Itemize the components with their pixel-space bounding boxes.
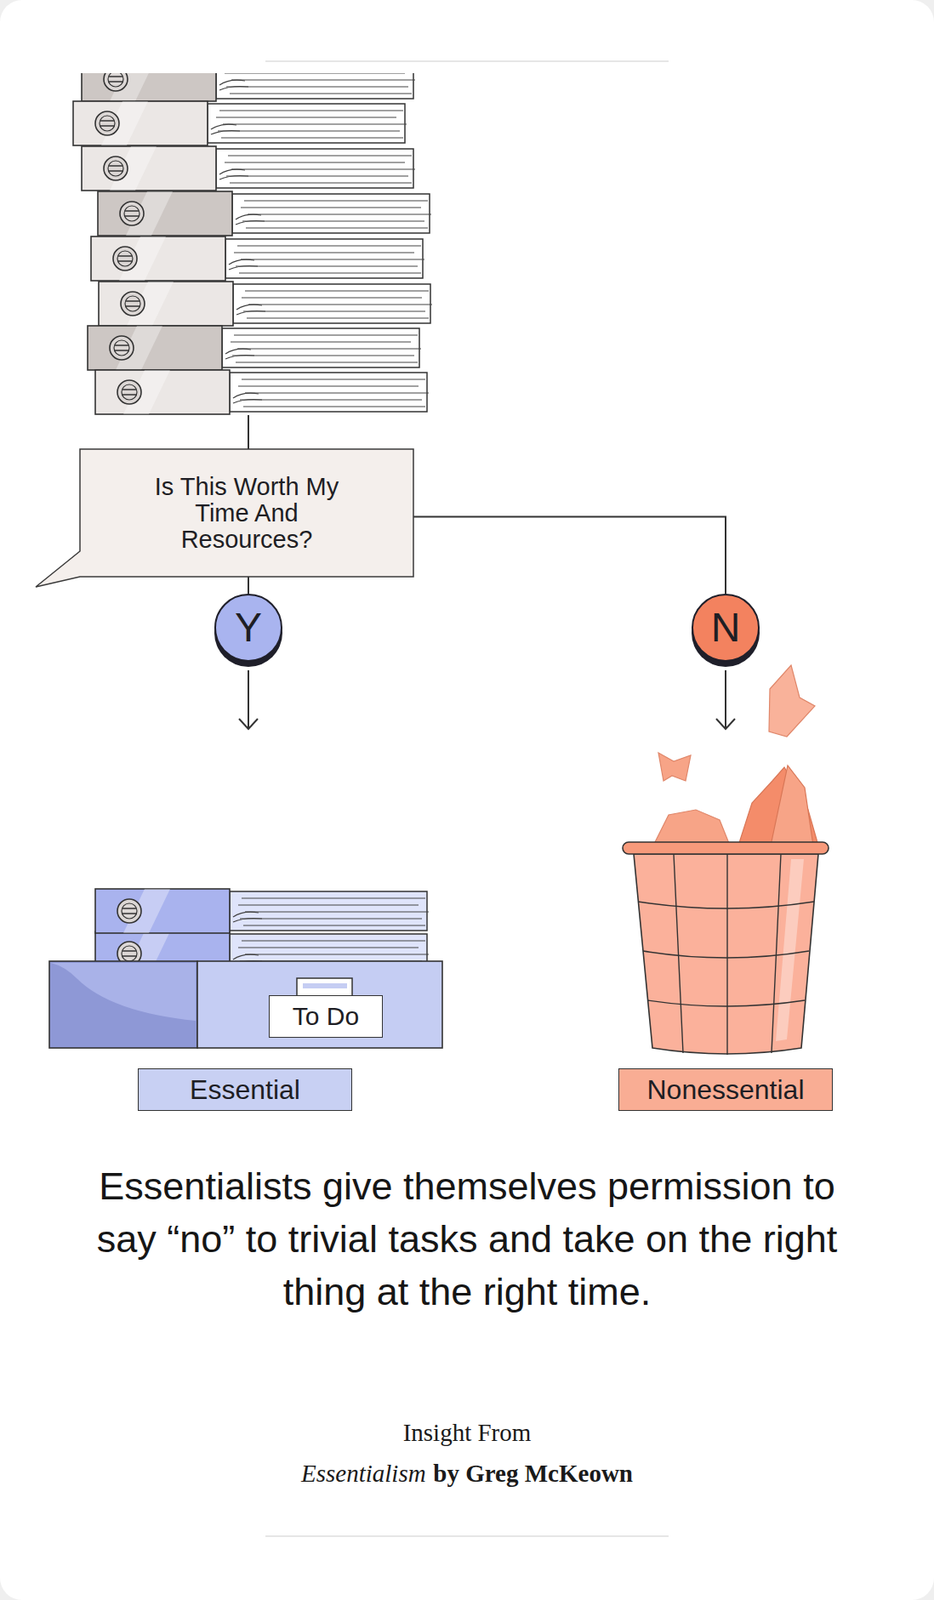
node-text: Y — [234, 606, 262, 650]
binder-stack — [81, 73, 416, 102]
todo-tray — [49, 961, 198, 1048]
connector — [413, 517, 726, 595]
binder-stack — [73, 73, 433, 415]
binder-stack — [97, 191, 432, 236]
nonessential-tag: Nonessential — [618, 1068, 833, 1111]
todo-tray — [302, 983, 348, 989]
source-heading: Insight From — [0, 1417, 934, 1448]
binder-stack — [87, 325, 422, 371]
trash-bin — [622, 842, 829, 855]
book-title: Essentialism — [301, 1459, 427, 1487]
node-text: Essential — [189, 1074, 301, 1105]
down-arrow — [239, 670, 258, 729]
caption: Essentialists give themselves permission… — [71, 1160, 863, 1319]
question-bubble: Is This Worth My Time And Resources? — [79, 449, 414, 577]
rule-line — [265, 60, 669, 63]
todo-tray — [296, 978, 353, 997]
down-arrow — [716, 670, 735, 729]
trash-bin — [637, 901, 815, 1007]
trash-bin — [653, 809, 730, 846]
node-text: Is This Worth My Time And Resources? — [140, 473, 354, 553]
speech-bubble-outline — [35, 449, 414, 587]
todo-tray — [49, 888, 443, 1048]
todo-tray — [51, 962, 196, 1021]
binder-stack — [98, 281, 433, 326]
binder-stack — [73, 101, 407, 146]
trash-bin — [658, 752, 691, 781]
todo-tag: To Do — [268, 995, 383, 1038]
trash-bin — [673, 854, 781, 1055]
binder-stack — [95, 370, 429, 415]
todo-tray — [95, 888, 429, 934]
down-arrow — [724, 670, 727, 729]
node-text: Nonessential — [647, 1074, 805, 1105]
no-circle: N — [691, 593, 760, 662]
binder-stack — [91, 236, 425, 281]
trash-bin — [775, 859, 804, 1042]
source-line: Essentialismby Greg McKeown — [0, 1457, 934, 1489]
down-arrow — [247, 670, 250, 729]
todo-tray — [197, 961, 443, 1048]
yes-circle: Y — [214, 593, 283, 662]
down-arrow — [239, 718, 258, 729]
trash-bin — [768, 665, 815, 737]
connector — [247, 576, 250, 594]
node-text: To Do — [292, 1002, 359, 1031]
trash-bin — [633, 854, 819, 1054]
node-text: N — [711, 606, 741, 650]
binder-stack — [81, 146, 416, 191]
trash-bin — [770, 765, 814, 846]
stack-line — [247, 415, 250, 450]
rule-line — [265, 1535, 669, 1538]
essential-tag: Essential — [137, 1068, 353, 1111]
author: by Greg McKeown — [432, 1459, 633, 1487]
down-arrow — [716, 718, 735, 729]
trash-bin — [622, 665, 829, 1055]
